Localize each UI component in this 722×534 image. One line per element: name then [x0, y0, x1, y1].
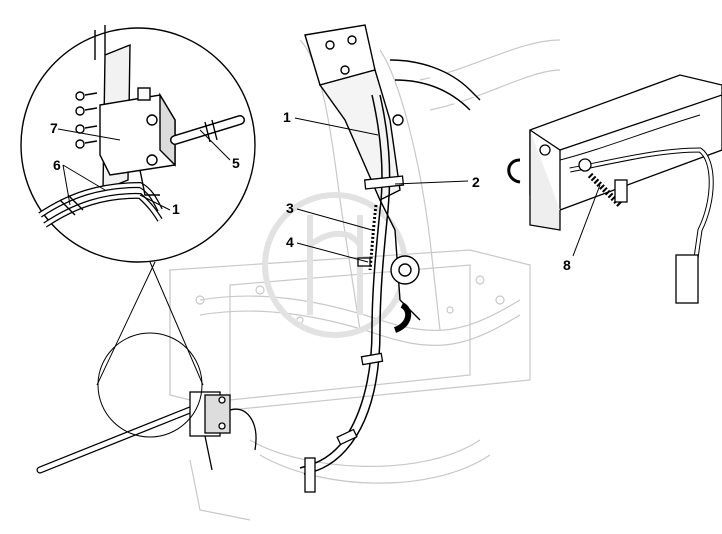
watermark-logo — [262, 192, 408, 338]
callout-8: 8 — [563, 257, 571, 273]
callout-2: 2 — [472, 174, 480, 190]
right-frame-view — [507, 74, 722, 304]
callout-1-main: 1 — [283, 109, 291, 125]
callouts: 7 6 5 1 1 2 3 4 8 — [50, 109, 571, 273]
callout-3: 3 — [286, 200, 294, 216]
lower-valve-assembly — [36, 391, 257, 474]
detail-view — [20, 25, 256, 438]
callout-6: 6 — [53, 157, 61, 173]
hose-clamps — [304, 175, 405, 493]
detail-valve — [38, 25, 245, 228]
main-hose — [299, 94, 412, 475]
callout-5: 5 — [232, 155, 240, 171]
upper-bracket — [304, 24, 481, 321]
leader-lines — [57, 117, 601, 263]
callout-4: 4 — [286, 234, 294, 250]
callout-1-detail: 1 — [172, 201, 180, 217]
callout-7: 7 — [50, 120, 58, 136]
